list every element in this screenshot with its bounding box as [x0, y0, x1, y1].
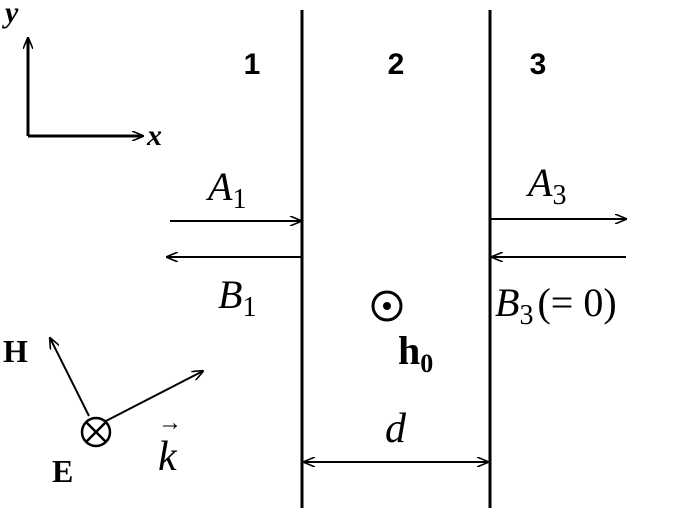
- incident-wave-label: A1: [205, 164, 246, 215]
- k-vector-label: k: [158, 434, 178, 480]
- field-out-of-page-icon: [371, 290, 403, 322]
- field-vector-triad: H E k →: [3, 333, 203, 489]
- transmitted-wave-label: A3: [525, 160, 566, 211]
- e-into-page-icon: [80, 416, 112, 448]
- thickness-label: d: [385, 406, 407, 452]
- backward-wave-region3-label: B3(= 0): [495, 280, 617, 331]
- h-vector-label: H: [3, 333, 28, 369]
- coordinate-axes: y x: [2, 0, 162, 152]
- k-vector-arrow-accent: →: [158, 410, 182, 436]
- e-vector-label: E: [52, 453, 73, 489]
- region-3-label: 3: [530, 48, 547, 81]
- x-axis-label: x: [146, 119, 162, 152]
- y-axis-label: y: [2, 0, 19, 29]
- h-vector-arrow: [50, 338, 90, 417]
- k-vector-arrow: [103, 371, 203, 423]
- reflected-wave-label: B1: [218, 272, 256, 323]
- region-2-label: 2: [388, 48, 405, 81]
- region-1-label: 1: [244, 48, 261, 81]
- field-h0-label: h0: [398, 328, 433, 378]
